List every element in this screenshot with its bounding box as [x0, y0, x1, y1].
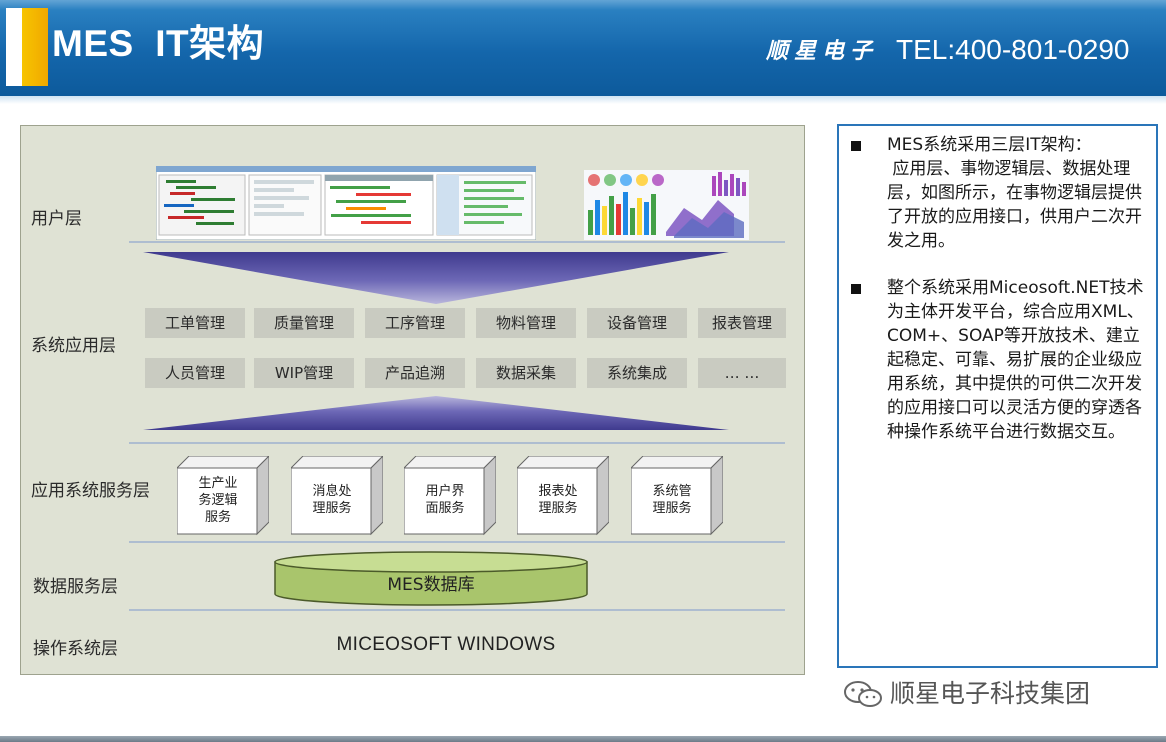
wechat-icon [844, 681, 882, 707]
service-text-line: 面服务 [425, 501, 465, 516]
module-equipment: 设备管理 [587, 308, 687, 338]
analytics-charts-image [584, 170, 749, 240]
layer-label-app-service: 应用系统服务层 [31, 481, 150, 501]
service-box-system-mgmt: 系统管理服务 [631, 456, 723, 536]
software-screenshots-image [156, 166, 536, 240]
title-banner: MES IT架构 顺星电子 TEL:400-801-0290 [0, 0, 1166, 96]
layer-label-user: 用户层 [31, 209, 82, 229]
page-title: MES IT架构 [52, 23, 265, 64]
service-box-business-logic: 生产业务逻辑服务 [177, 456, 269, 536]
layer-divider [129, 609, 785, 611]
module-integration: 系统集成 [587, 358, 687, 388]
module-material: 物料管理 [476, 308, 576, 338]
up-triangle-arrow [143, 396, 729, 430]
module-work-order: 工单管理 [145, 308, 245, 338]
banner-bottom-gradient [0, 96, 1166, 104]
service-text-line: 理服务 [312, 501, 352, 516]
module-more: … … [698, 358, 786, 388]
architecture-diagram: 用户层 系统应用层 应用系统服务层 数据服务层 操作系统层 [20, 125, 805, 675]
note-paragraph-platform: 整个系统采用Miceosoft.NET技术为主体开发平台，综合应用XML、COM… [887, 278, 1144, 442]
watermark-text: 顺星电子科技集团 [890, 679, 1091, 708]
phone-number: TEL:400-801-0290 [896, 34, 1130, 65]
note-paragraph-architecture: MES系统采用三层IT架构： 应用层、事物逻辑层、数据处理层，如图所示，在事物逻… [887, 135, 1142, 251]
footer-bar [0, 736, 1166, 742]
service-text-line: 服务 [204, 509, 231, 525]
module-wip: WIP管理 [254, 358, 354, 388]
company-name: 顺星电子 [766, 38, 879, 64]
module-personnel: 人员管理 [145, 358, 245, 388]
service-box-message: 消息处理服务 [291, 456, 383, 536]
down-triangle-arrow [143, 252, 729, 304]
layer-label-system-app: 系统应用层 [31, 336, 116, 356]
layer-divider [129, 241, 785, 243]
service-text-line: 生产业 [198, 475, 238, 491]
notes-panel: MES系统采用三层IT架构： 应用层、事物逻辑层、数据处理层，如图所示，在事物逻… [837, 124, 1158, 668]
service-text-line: 系统管 [652, 484, 692, 499]
banner-accent-white [6, 8, 22, 86]
diagram-shapes [143, 252, 729, 430]
database-label: MES数据库 [387, 575, 475, 595]
database-cylinder [274, 551, 588, 606]
service-text-line: 用户界 [425, 484, 465, 499]
layer-divider [129, 541, 785, 543]
banner-shine [0, 0, 1166, 10]
service-text-line: 消息处 [312, 484, 352, 499]
bullet-square-icon [851, 284, 861, 294]
banner-accent-yellow [22, 8, 48, 86]
layer-divider [129, 442, 785, 444]
service-text-line: 务逻辑 [198, 492, 238, 508]
bullet-square-icon [851, 141, 861, 151]
module-process: 工序管理 [365, 308, 465, 338]
module-report: 报表管理 [698, 308, 786, 338]
layer-label-os: 操作系统层 [33, 639, 118, 659]
service-text-line: 理服务 [652, 501, 692, 516]
service-box-ui: 用户界面服务 [404, 456, 496, 536]
service-box-report: 报表处理服务 [517, 456, 609, 536]
module-traceability: 产品追溯 [365, 358, 465, 388]
module-data-collection: 数据采集 [476, 358, 576, 388]
module-quality: 质量管理 [254, 308, 354, 338]
os-label: MICEOSOFT WINDOWS [336, 634, 556, 655]
wechat-watermark: 顺星电子科技集团 [842, 674, 1090, 714]
service-text-line: 理服务 [538, 501, 578, 516]
service-text-line: 报表处 [538, 484, 578, 499]
layer-label-data-service: 数据服务层 [33, 577, 118, 597]
